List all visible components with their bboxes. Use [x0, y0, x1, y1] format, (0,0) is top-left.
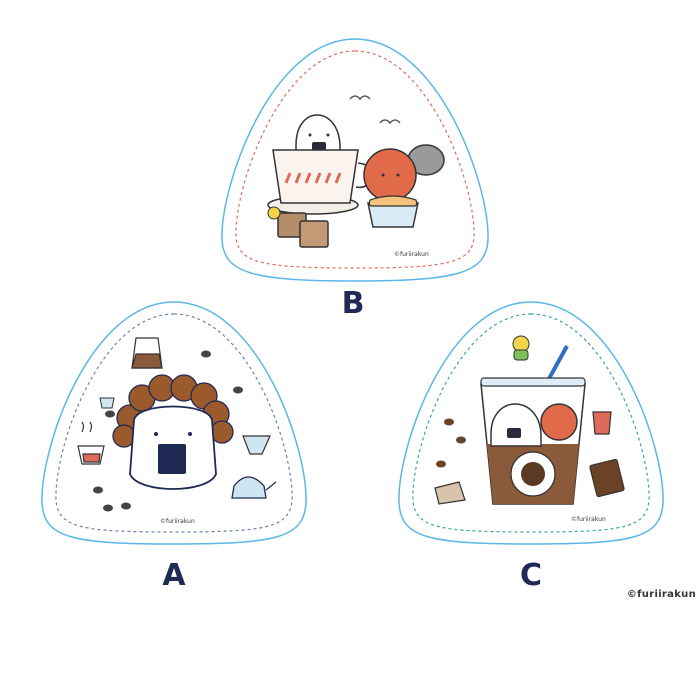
cup-right-icon [242, 435, 271, 455]
coffee-pot-icon [131, 337, 163, 369]
coffee-cup-icon [77, 421, 105, 465]
coaster-c-copyright: ©furiirakun [571, 516, 606, 523]
onigiri-character [490, 403, 542, 447]
coffee-bag-icon [589, 458, 625, 498]
coffee-bean-icon [93, 350, 243, 512]
coaster-b-shape [221, 38, 489, 282]
coaster-c: ©furiirakun [395, 298, 667, 548]
small-drink-icon [592, 411, 612, 435]
label-a: A [162, 558, 186, 593]
coaster-c-shape [398, 301, 664, 545]
coaster-a: ©furiirakun [38, 298, 310, 548]
coffee-bean-icon [436, 418, 466, 468]
footer-copyright: ©furiirakun [626, 589, 696, 600]
label-b: B [341, 286, 365, 321]
bird-icon [349, 95, 401, 125]
bean-jar-icon [434, 481, 466, 505]
red-character [540, 403, 578, 441]
label-c: C [519, 558, 543, 593]
kettle-icon [231, 476, 277, 499]
bee-character [512, 335, 530, 361]
coaster-b: ©furiirakun [218, 35, 492, 285]
coffee-cup [272, 149, 359, 204]
coaster-a-copyright: ©furiirakun [160, 518, 195, 525]
coaster-b-copyright: ©furiirakun [394, 251, 429, 258]
red-character [363, 148, 417, 202]
coaster-a-shape [41, 301, 307, 545]
